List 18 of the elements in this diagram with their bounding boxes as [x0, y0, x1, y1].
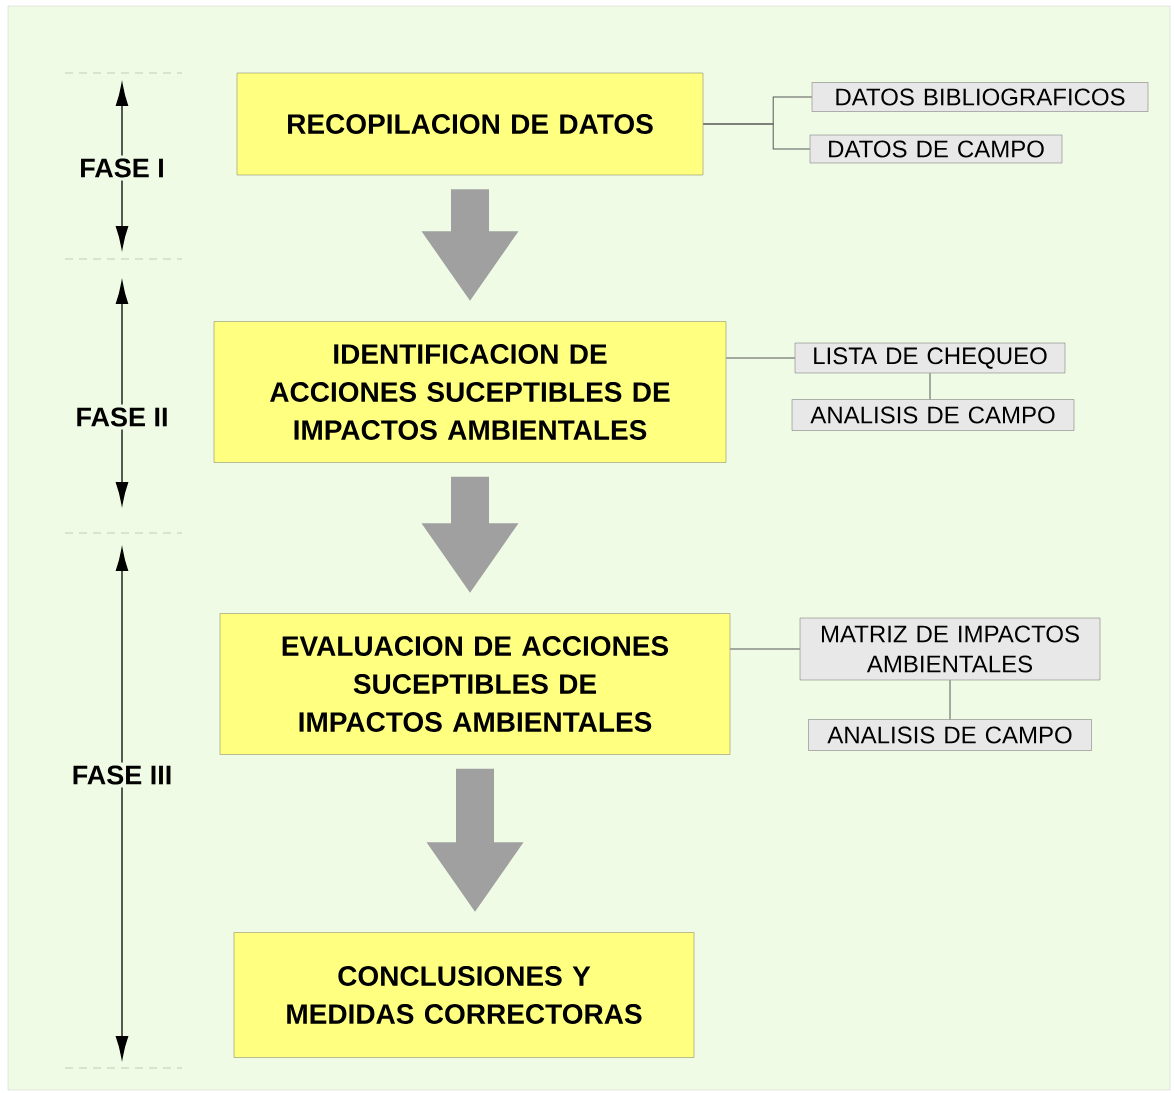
connector-line: [725, 357, 796, 359]
item-box: LISTA DE CHEQUEO: [794, 342, 1066, 374]
item-box: ANALISIS DE CAMPO: [791, 399, 1075, 431]
connector-line: [949, 679, 951, 720]
connector-line: [929, 372, 931, 400]
item-box: ANALISIS DE CAMPO: [808, 719, 1092, 751]
item-box: DATOS DE CAMPO: [809, 134, 1063, 164]
phase-label: FASE III: [68, 762, 176, 788]
process-box: RECOPILACION DE DATOS: [236, 72, 704, 176]
item-box: DATOS BIBLIOGRAFICOS: [811, 82, 1149, 112]
connector-line: [729, 648, 801, 650]
process-box: EVALUACION DE ACCIONES SUCEPTIBLES DE IMPACTOS AMBIENTALES: [219, 613, 731, 755]
process-box: IDENTIFICACION DE ACCIONES SUCEPTIBLES DE IMPACTOS AMBIENTALES: [213, 321, 727, 463]
phase-label: FASE II: [72, 404, 172, 430]
phase-label: FASE I: [76, 155, 168, 181]
process-box: CONCLUSIONES Y MEDIDAS CORRECTORAS: [233, 932, 695, 1058]
connector-line: [702, 123, 811, 150]
item-box: MATRIZ DE IMPACTOS AMBIENTALES: [799, 617, 1101, 681]
